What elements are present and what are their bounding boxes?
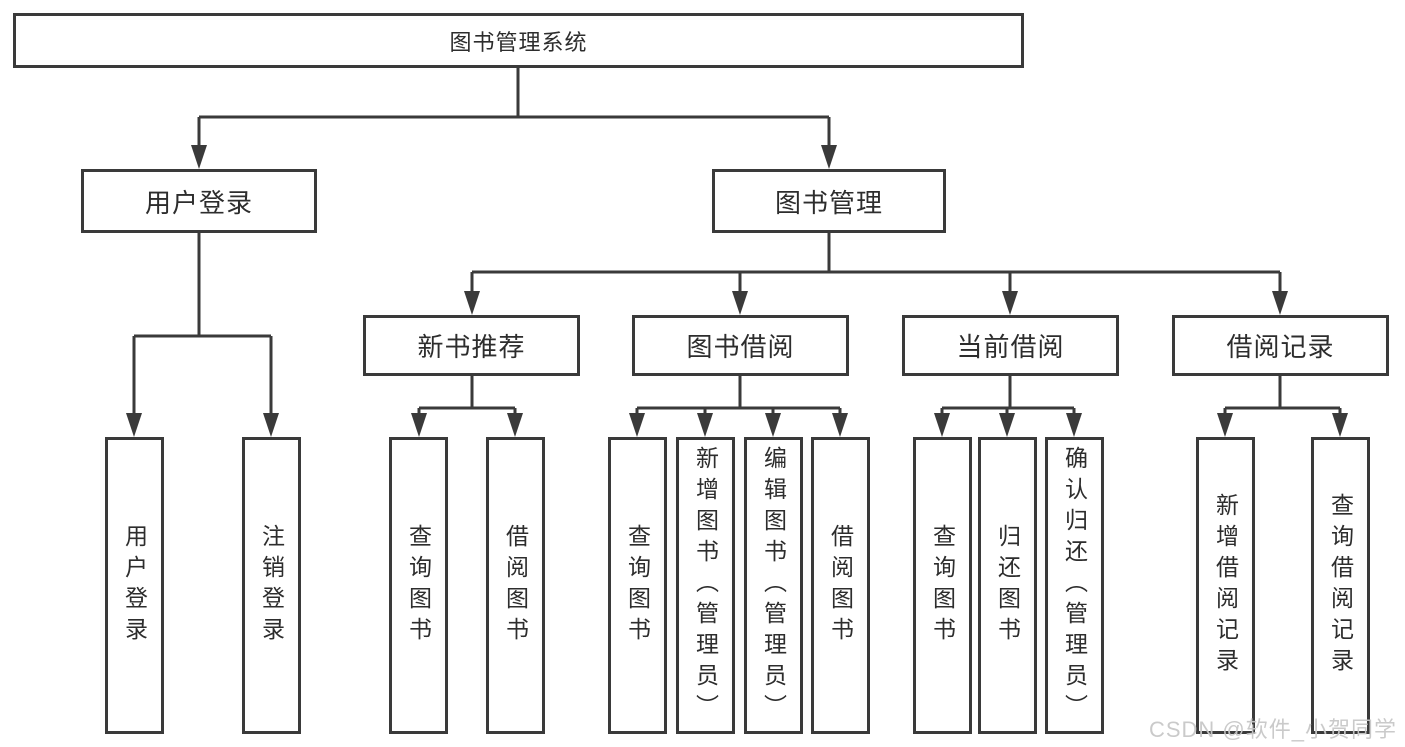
node-book-borrow-label: 图书借阅 — [686, 332, 795, 362]
leaf-confirm-return-admin: 确认归还（管理员） — [1045, 437, 1104, 734]
leaf-query-book-3: 查询图书 — [913, 437, 972, 734]
leaf-borrow-book-1: 借阅图书 — [486, 437, 545, 734]
leaf-borrow-book-2: 借阅图书 — [811, 437, 870, 734]
node-borrow-record: 借阅记录 — [1172, 315, 1389, 376]
node-book-management: 图书管理 — [712, 169, 946, 233]
leaf-add-borrow-record: 新增借阅记录 — [1196, 437, 1255, 734]
node-new-book-recommend-label: 新书推荐 — [417, 332, 526, 362]
node-root-system-label: 图书管理系统 — [449, 29, 588, 55]
node-root-system: 图书管理系统 — [13, 13, 1024, 68]
leaf-borrow-book-1-label: 借阅图书 — [502, 523, 529, 648]
leaf-return-book: 归还图书 — [978, 437, 1037, 734]
watermark-text: CSDN @软件_小贺同学 — [1148, 717, 1397, 742]
node-new-book-recommend: 新书推荐 — [363, 315, 580, 376]
node-user-login-label: 用户登录 — [144, 187, 253, 218]
leaf-add-borrow-record-label: 新增借阅记录 — [1212, 492, 1239, 679]
leaf-confirm-return-admin-label: 确认归还（管理员） — [1061, 446, 1088, 725]
leaf-borrow-book-2-label: 借阅图书 — [827, 523, 854, 648]
leaf-query-book-3-label: 查询图书 — [929, 523, 956, 648]
leaf-user-login-label: 用户登录 — [121, 523, 148, 648]
leaf-user-login: 用户登录 — [105, 437, 164, 734]
leaf-query-book-1: 查询图书 — [389, 437, 448, 734]
leaf-query-book-1-label: 查询图书 — [405, 523, 432, 648]
leaf-add-book-admin: 新增图书（管理员） — [676, 437, 735, 734]
node-borrow-record-label: 借阅记录 — [1226, 332, 1335, 362]
leaf-edit-book-admin: 编辑图书（管理员） — [744, 437, 803, 734]
leaf-edit-book-admin-label: 编辑图书（管理员） — [760, 446, 787, 725]
node-current-borrow: 当前借阅 — [902, 315, 1119, 376]
leaf-return-book-label: 归还图书 — [994, 523, 1021, 648]
leaf-query-book-2-label: 查询图书 — [624, 523, 651, 648]
node-user-login: 用户登录 — [81, 169, 317, 233]
node-book-borrow: 图书借阅 — [632, 315, 849, 376]
leaf-query-borrow-record-label: 查询借阅记录 — [1327, 492, 1354, 679]
leaf-query-borrow-record: 查询借阅记录 — [1311, 437, 1370, 734]
leaf-query-book-2: 查询图书 — [608, 437, 667, 734]
node-book-management-label: 图书管理 — [774, 187, 883, 218]
node-current-borrow-label: 当前借阅 — [956, 332, 1065, 362]
leaf-add-book-admin-label: 新增图书（管理员） — [692, 446, 719, 725]
leaf-logout-label: 注销登录 — [258, 523, 285, 648]
leaf-logout: 注销登录 — [242, 437, 301, 734]
